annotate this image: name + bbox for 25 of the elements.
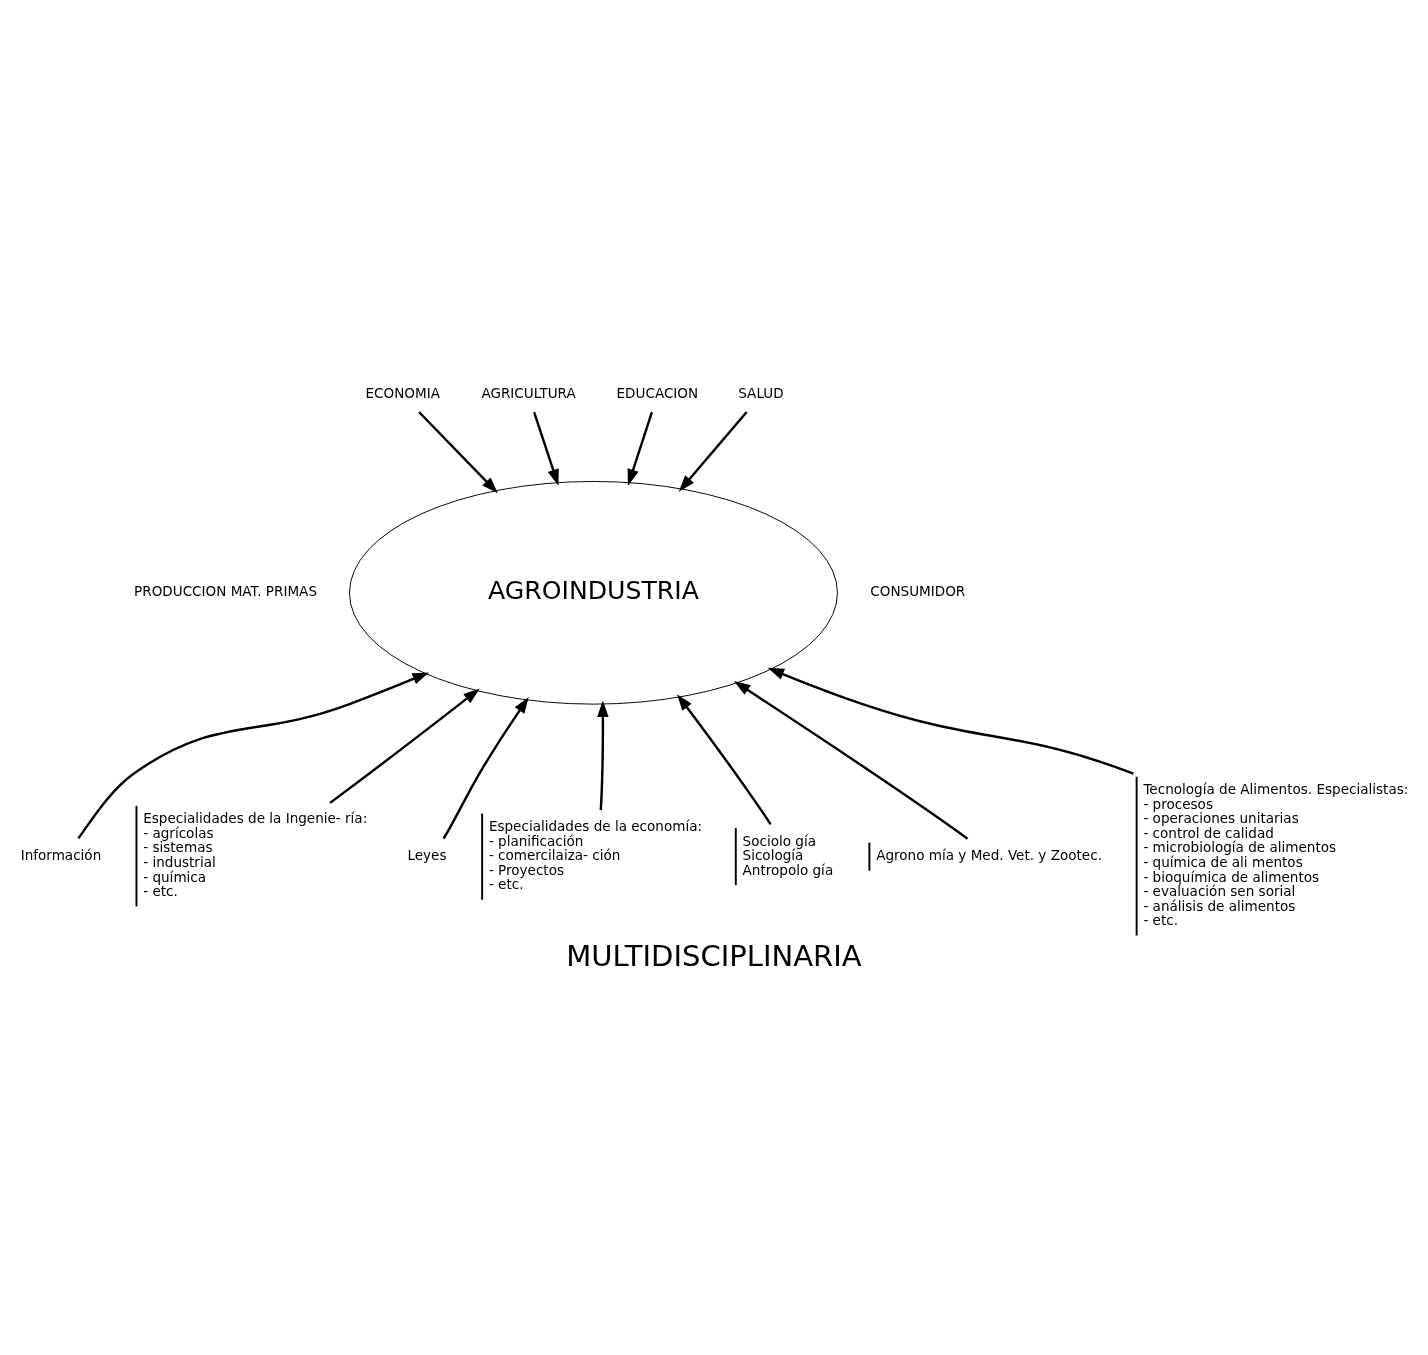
node-text: Tecnología de Alimentos. Especialistas: - procesos - operaciones unitarias - control de calidad - microbiología de alimentos - química de ali mentos - bioquímica de alimentos - evaluación sen sorial - análisis de alimentos - etc. — [1143, 781, 1409, 929]
arrow — [767, 667, 1134, 775]
arrow — [677, 694, 772, 826]
arrow — [418, 411, 498, 494]
arrow — [442, 696, 529, 840]
arrow — [532, 411, 559, 486]
node-text: SALUD — [738, 384, 784, 401]
caption: MULTIDISCIPLINARIA — [566, 938, 862, 973]
arrow — [77, 672, 429, 840]
node-text: ECONOMIA — [365, 384, 440, 401]
arrow — [627, 411, 654, 486]
node-text: AGRICULTURA — [481, 384, 576, 401]
node-text: Información — [20, 846, 102, 863]
arrow — [678, 411, 748, 492]
node-text: EDUCACION — [616, 384, 699, 401]
node-text: Leyes — [407, 846, 447, 863]
arrow — [597, 700, 609, 811]
node-text: Especialidades de la economía: - planificación - comercilaiza- ción - Proyectos - etc. — [488, 818, 703, 893]
arrow — [733, 680, 969, 840]
arrow — [329, 688, 480, 804]
node-text: Especialidades de la Ingenie- ría: - agrícolas - sistemas - industrial - química - etc. — [143, 810, 368, 900]
label: PRODUCCION MAT. PRIMAS — [134, 583, 318, 600]
label: CONSUMIDOR — [870, 583, 966, 600]
node-text: Agrono mía y Med. Vet. y Zootec. — [876, 847, 1102, 864]
node-text: Sociolo gía Sicología Antropolo gía — [742, 832, 834, 878]
